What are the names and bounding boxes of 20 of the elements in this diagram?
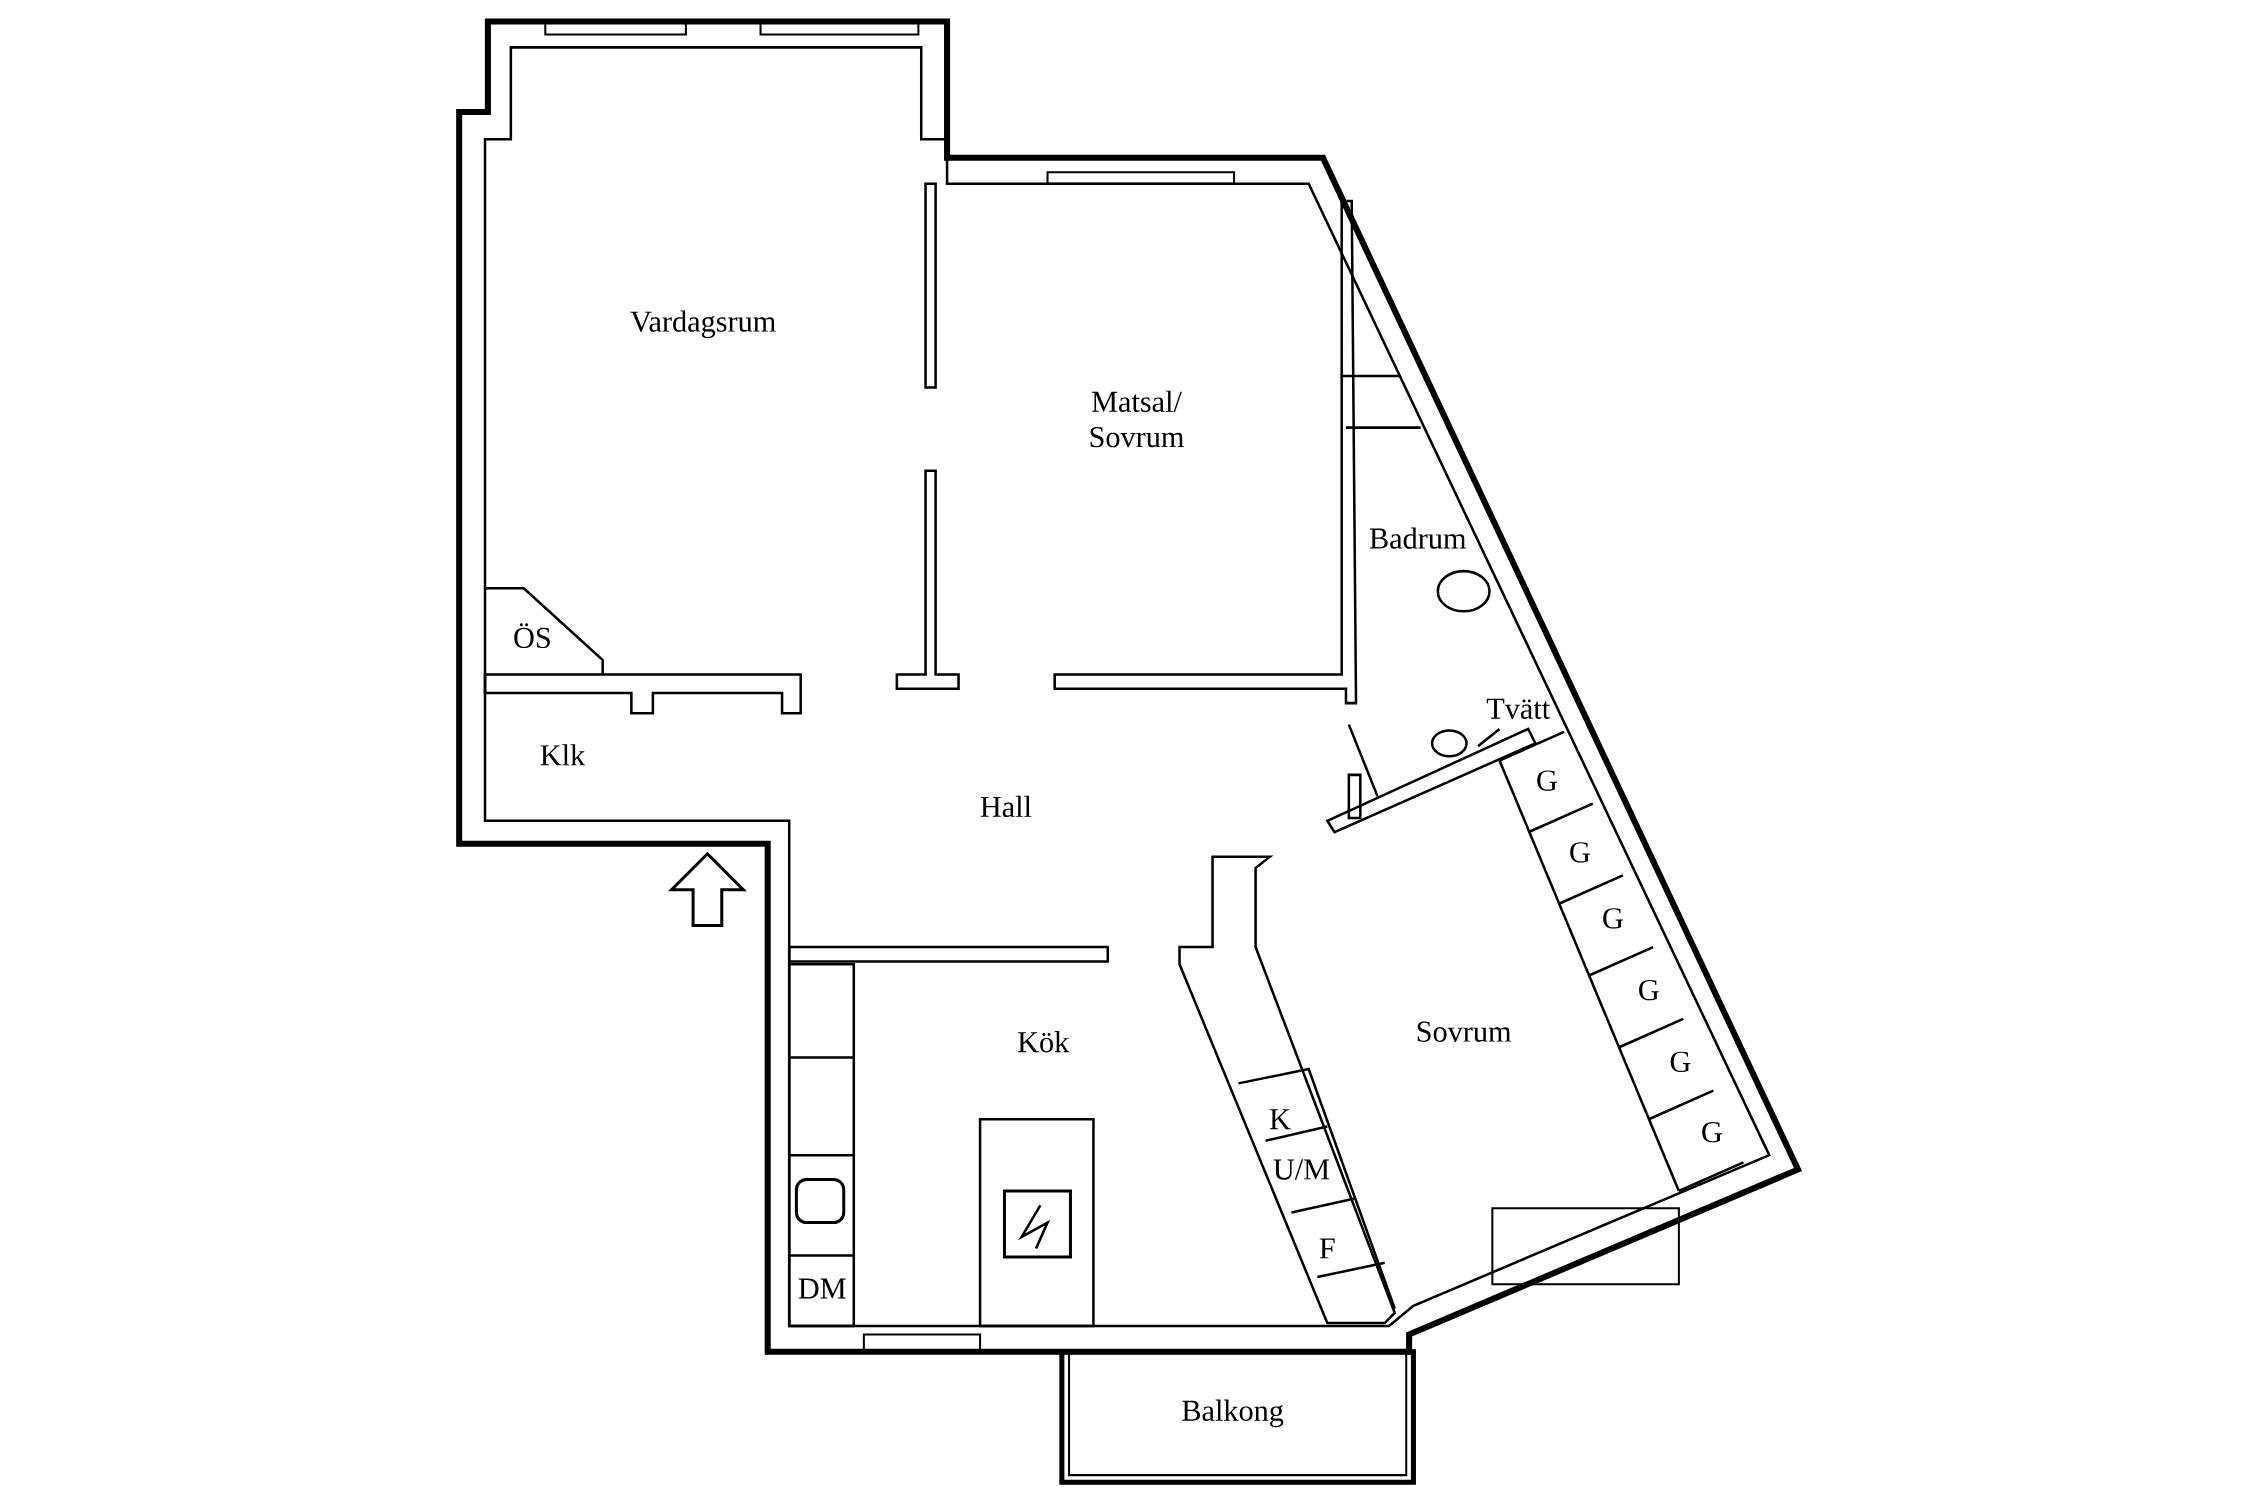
room-label: Vardagsrum [630,310,776,339]
room-label: Sovrum [1417,1021,1512,1043]
room-label: G [1603,908,1623,929]
room-label: Matsal/ Sovrum [1090,390,1184,448]
room-label: U/M [1273,1159,1330,1180]
room-label: DM [798,1278,846,1299]
room-label: G [1639,980,1659,1001]
room-label: F [1319,1238,1335,1259]
room-label: G [1570,842,1590,863]
room-label: Hall [980,796,1032,818]
room-label: Badrum [1369,527,1467,550]
room-label: G [1702,1122,1722,1143]
room-label: ÖS [514,623,550,649]
room-label: Tvätt [1486,699,1550,720]
room-label: K [1269,1109,1291,1130]
room-label: Klk [540,744,586,766]
room-label: G [1670,1051,1691,1073]
room-label: Balkong [1182,1399,1284,1428]
room-label: Kök [1018,1031,1070,1053]
room-label: G [1537,770,1557,792]
